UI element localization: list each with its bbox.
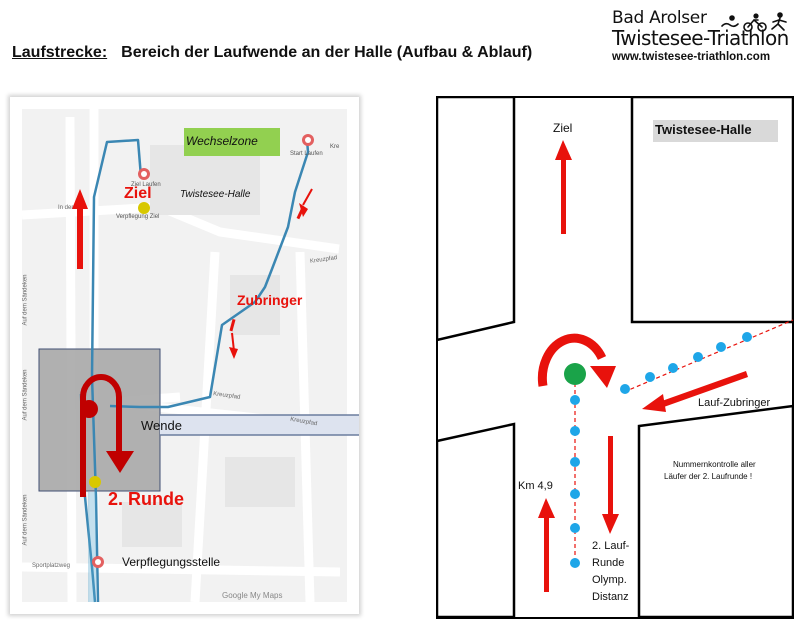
wechselzone-box xyxy=(184,128,280,156)
diagram-halle-label: Twistesee-Halle xyxy=(655,122,752,137)
page-title: Laufstrecke: Bereich der Laufwende an der… xyxy=(12,44,532,62)
logo-line1: Bad Arolser xyxy=(612,8,707,28)
runner-dots xyxy=(570,332,752,568)
runde-label: 2. Lauf- Runde Olymp. Distanz xyxy=(592,538,629,606)
uturn-arrow xyxy=(537,333,607,387)
wende-diagram xyxy=(436,96,794,619)
ziel-laufen-label: Ziel Laufen xyxy=(131,182,161,188)
nummernkontrolle-label-2: Läufer der 2. Laufrunde ! xyxy=(664,472,753,481)
map-buildings xyxy=(122,145,295,547)
diagram-direction-arrows xyxy=(538,140,748,592)
runde-label-line3: Olymp. xyxy=(592,574,627,586)
nummernkontrolle-label-1: Nummernkontrolle aller xyxy=(673,460,756,469)
runde-label-line2: Runde xyxy=(592,557,625,569)
verpflegung-ziel-label: Verpflegung Ziel xyxy=(116,214,160,220)
wende-point-marker xyxy=(80,400,98,418)
start-laufen-label: Start Laufen xyxy=(290,151,323,157)
halle-map-label: Twistesee-Halle xyxy=(180,189,251,200)
turning-point-marker xyxy=(564,363,586,385)
map-canvas xyxy=(10,97,359,614)
halle-label-bg xyxy=(653,120,778,142)
street-label-sandeken-2: Auf dem Sändeken xyxy=(22,369,29,421)
wende-arrowhead xyxy=(106,451,134,473)
google-my-maps-label: Google My Maps xyxy=(222,591,283,600)
wechselzone-label: Wechselzone xyxy=(186,134,258,148)
verpflegungsstelle-label: Verpflegungsstelle xyxy=(122,555,221,569)
map-pins xyxy=(89,134,314,568)
runde2-label: 2. Runde xyxy=(108,489,185,509)
logo-url: www.twistesee-triathlon.com xyxy=(612,51,771,63)
lauf-zubringer-label: Lauf-Zubringer xyxy=(698,397,771,409)
runde-label-line4: Distanz xyxy=(592,591,629,603)
event-logo: Bad Arolser Twistesee-Triathlon www.twis… xyxy=(612,8,796,63)
route-highlight xyxy=(88,492,96,602)
title-prefix: Laufstrecke: xyxy=(12,44,108,61)
triathlon-icon xyxy=(721,12,787,32)
map-arrow-small-2-shaft xyxy=(231,332,235,352)
diagram-buildings xyxy=(436,96,794,619)
street-label-in-der: In der xyxy=(58,205,74,211)
map-arrow-small-1 xyxy=(299,203,308,217)
map-arrow-small-1-shaft xyxy=(302,188,313,206)
route-map: Wechselzone Ziel Ziel Laufen Verpflegung… xyxy=(10,97,359,614)
zubringer-label: Zubringer xyxy=(237,292,303,308)
street-label-kre: Kre xyxy=(330,144,340,150)
uturn-arrowhead xyxy=(590,366,616,388)
wende-uturn-arrow xyxy=(80,374,122,497)
diagram-ziel-label: Ziel xyxy=(553,121,573,135)
street-label-sandeken-3: Auf dem Sändeken xyxy=(22,494,29,546)
street-label-sportplatzweg: Sportplatzweg xyxy=(32,563,71,569)
ziel-label: Ziel xyxy=(124,185,152,202)
km-label: Km 4,9 xyxy=(518,480,553,492)
wende-label: Wende xyxy=(141,418,182,433)
map-arrow-small-2 xyxy=(229,347,238,359)
title-text: Bereich der Laufwende an der Halle (Aufb… xyxy=(121,44,533,61)
runde-label-line1: 2. Lauf- xyxy=(592,540,630,552)
street-label-sandeken-1: Auf dem Sändeken xyxy=(22,274,29,326)
connector-arrow xyxy=(160,414,359,436)
